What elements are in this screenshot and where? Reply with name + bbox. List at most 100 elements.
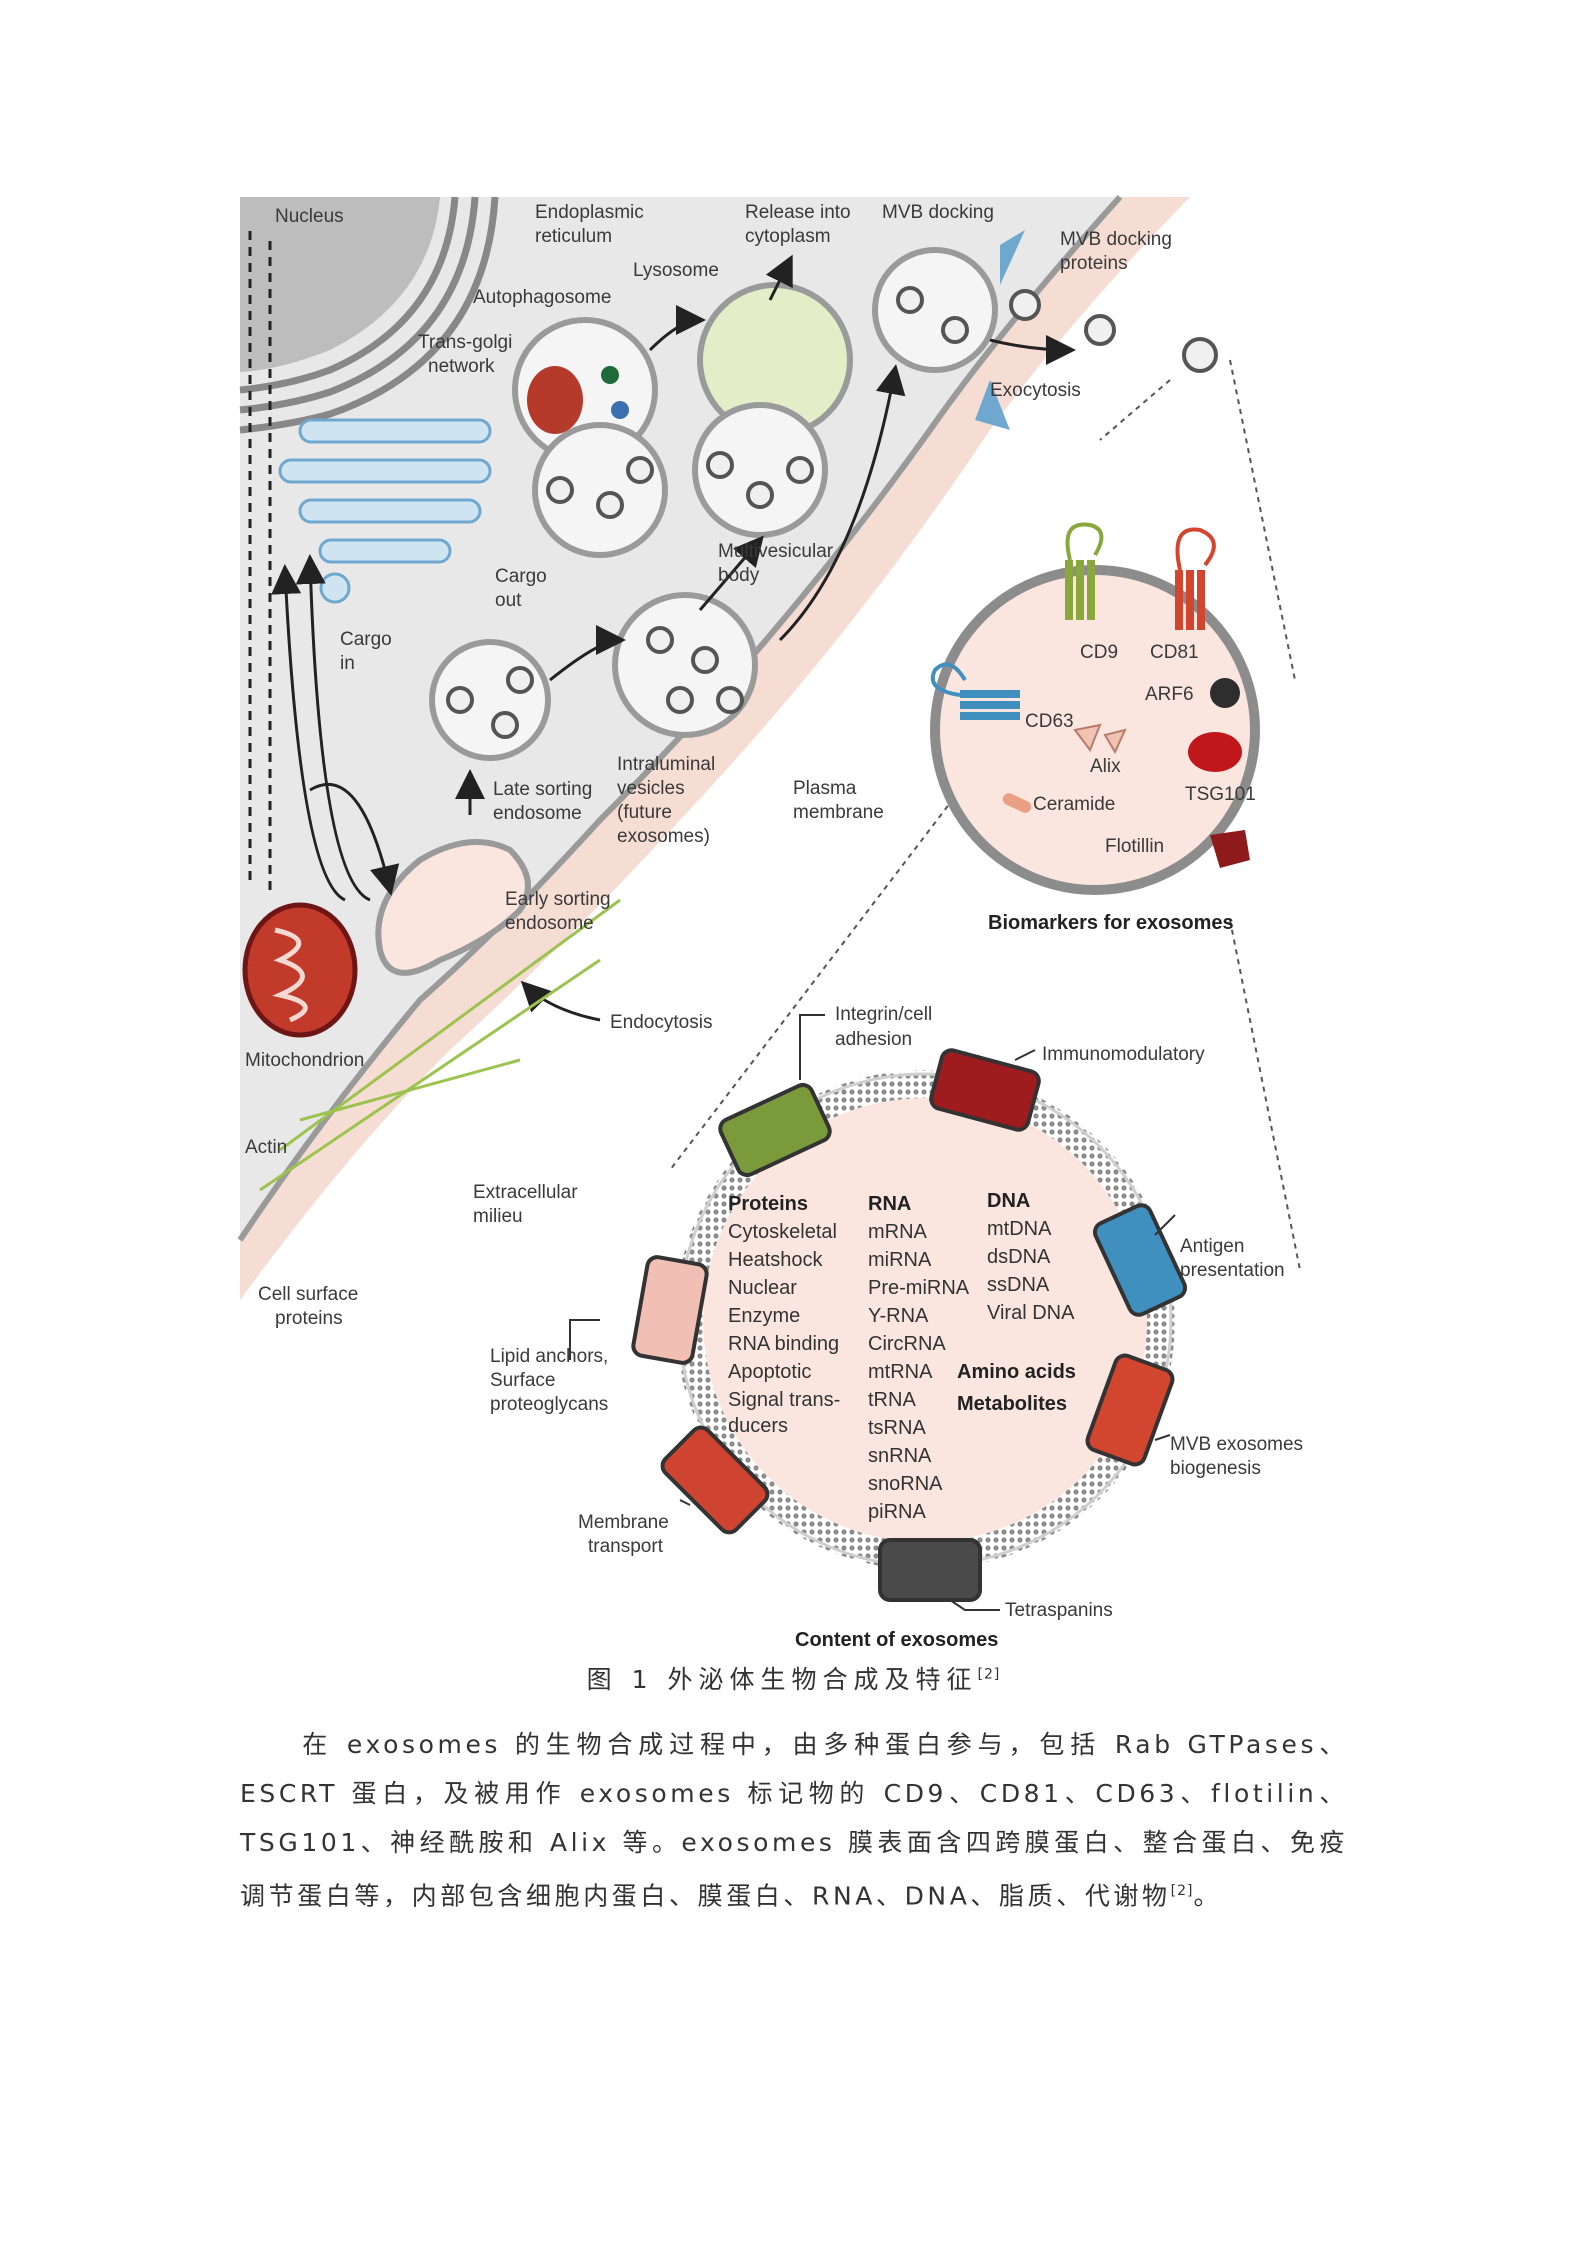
- label-mvb-docking-proteins-2: proteins: [1060, 253, 1128, 274]
- label-mvb-docking-proteins-1: MVB docking: [1060, 229, 1172, 250]
- label-extracellular-2: milieu: [473, 1206, 523, 1227]
- content-title: Content of exosomes: [795, 1629, 998, 1650]
- paragraph-ref: [2]: [1170, 1883, 1194, 1899]
- dna-item: ssDNA: [987, 1274, 1050, 1296]
- label-nucleus: Nucleus: [275, 206, 344, 227]
- proteins-item: ducers: [728, 1415, 788, 1437]
- label-cargo-in-2: in: [340, 653, 355, 674]
- label-exocytosis: Exocytosis: [990, 380, 1081, 401]
- label-lipid-anchors-2: Surface: [490, 1370, 555, 1391]
- label-ilv-1: Intraluminal: [617, 754, 715, 775]
- proteins-item: Enzyme: [728, 1305, 800, 1327]
- label-integrin-2: adhesion: [835, 1029, 912, 1050]
- dna-item: mtDNA: [987, 1218, 1052, 1240]
- label-mvb-1: Multivesicular: [718, 541, 834, 562]
- rna-item: mtRNA: [868, 1361, 933, 1383]
- ceramide: [1002, 793, 1032, 813]
- immunomodulatory-block: [929, 1048, 1041, 1132]
- arf6-protein: [1210, 678, 1240, 708]
- label-cargo-out-1: Cargo: [495, 566, 547, 587]
- label-trans-golgi-2: network: [428, 356, 495, 377]
- biomarker-exosome: [930, 522, 1260, 895]
- label-lipid-anchors-1: Lipid anchors,: [490, 1346, 608, 1367]
- rna-item: Pre-miRNA: [868, 1277, 970, 1299]
- label-actin: Actin: [245, 1137, 287, 1158]
- membrane-transport-block: [660, 1425, 770, 1535]
- label-ilv-4: exosomes): [617, 826, 710, 847]
- cd63-protein: [930, 662, 1020, 720]
- rna-item: piRNA: [868, 1501, 926, 1523]
- label-endocytosis: Endocytosis: [610, 1012, 712, 1033]
- amino-acids-heading: Amino acids: [957, 1361, 1076, 1383]
- rna-heading: RNA: [868, 1193, 911, 1215]
- early-sorting-endosome: [375, 839, 531, 976]
- label-membrane-transport-1: Membrane: [578, 1512, 669, 1533]
- label-flotillin: Flotillin: [1105, 836, 1164, 857]
- label-er-1: Endoplasmic: [535, 202, 644, 223]
- label-antigen-2: presentation: [1180, 1260, 1285, 1281]
- rna-item: tsRNA: [868, 1417, 926, 1439]
- label-integrin-1: Integrin/cell: [835, 1004, 932, 1025]
- antigen-block: [1092, 1203, 1188, 1317]
- label-release-2: cytoplasm: [745, 226, 831, 247]
- proteins-heading: Proteins: [728, 1193, 808, 1215]
- actin: [259, 898, 621, 1192]
- dna-item: dsDNA: [987, 1246, 1051, 1268]
- rna-item: mRNA: [868, 1221, 928, 1243]
- multivesicular-body: [612, 592, 758, 738]
- label-lipid-anchors-3: proteoglycans: [490, 1394, 608, 1415]
- cd9-protein: [1065, 522, 1104, 620]
- content-exosome: [631, 1048, 1188, 1602]
- rna-item: Y-RNA: [868, 1305, 929, 1327]
- label-cell-surface-1: Cell surface: [258, 1284, 358, 1305]
- exosome-figure: Nucleus Endoplasmic reticulum Release in…: [237, 194, 1303, 1650]
- label-trans-golgi-1: Trans-golgi: [418, 332, 512, 353]
- label-antigen-1: Antigen: [1180, 1236, 1244, 1257]
- label-early-sorting-1: Early sorting: [505, 889, 611, 910]
- label-arf6: ARF6: [1145, 684, 1194, 705]
- mitochondrion: [242, 902, 358, 1038]
- label-release-1: Release into: [745, 202, 851, 223]
- paragraph-text: 在 exosomes 的生物合成过程中，由多种蛋白参与，包括 Rab GTPas…: [240, 1730, 1348, 1911]
- proteins-item: Nuclear: [728, 1277, 797, 1299]
- trans-golgi-network: [278, 418, 492, 604]
- nucleus: [239, 196, 499, 434]
- label-cd9: CD9: [1080, 642, 1118, 663]
- proteins-item: Signal trans-: [728, 1389, 840, 1411]
- integrin-block: [718, 1082, 832, 1178]
- vesicles: [446, 286, 1218, 739]
- label-mvb-docking: MVB docking: [882, 202, 994, 223]
- mvb-docking: [872, 230, 1025, 430]
- proteins-item: Cytoskeletal: [728, 1221, 837, 1243]
- autophagosome: [512, 317, 668, 558]
- label-ilv-3: (future: [617, 802, 672, 823]
- figure-caption: 图 1 外泌体生物合成及特征[2]: [0, 1660, 1587, 1696]
- label-cd81: CD81: [1150, 642, 1199, 663]
- biomarkers-title: Biomarkers for exosomes: [988, 912, 1234, 934]
- proteins-item: Apoptotic: [728, 1361, 811, 1383]
- tetraspanins-block: [878, 1538, 982, 1602]
- label-early-sorting-2: endosome: [505, 913, 594, 934]
- label-tetraspanins: Tetraspanins: [1005, 1600, 1113, 1621]
- label-extracellular-1: Extracellular: [473, 1182, 578, 1203]
- mvb-biogenesis-block: [1085, 1353, 1175, 1467]
- label-ilv-2: vesicles: [617, 778, 685, 799]
- label-late-sorting-1: Late sorting: [493, 779, 592, 800]
- label-mvb-2: body: [718, 565, 760, 586]
- proteins-item: Heatshock: [728, 1249, 823, 1271]
- lipid-anchors-block: [631, 1255, 709, 1365]
- label-plasma-membrane-1: Plasma: [793, 778, 857, 799]
- proteins-item: RNA binding: [728, 1333, 839, 1355]
- alix-protein: [1073, 723, 1127, 755]
- label-late-sorting-2: endosome: [493, 803, 582, 824]
- label-cargo-in-1: Cargo: [340, 629, 392, 650]
- label-er-2: reticulum: [535, 226, 612, 247]
- rna-item: snRNA: [868, 1445, 932, 1467]
- label-cargo-out-2: out: [495, 590, 522, 611]
- dna-item: Viral DNA: [987, 1302, 1075, 1324]
- label-mvb-biogenesis-2: biogenesis: [1170, 1458, 1261, 1479]
- flotillin-protein: [1210, 830, 1250, 868]
- rna-item: CircRNA: [868, 1333, 946, 1355]
- label-cd63: CD63: [1025, 711, 1074, 732]
- label-cell-surface-2: proteins: [275, 1308, 343, 1329]
